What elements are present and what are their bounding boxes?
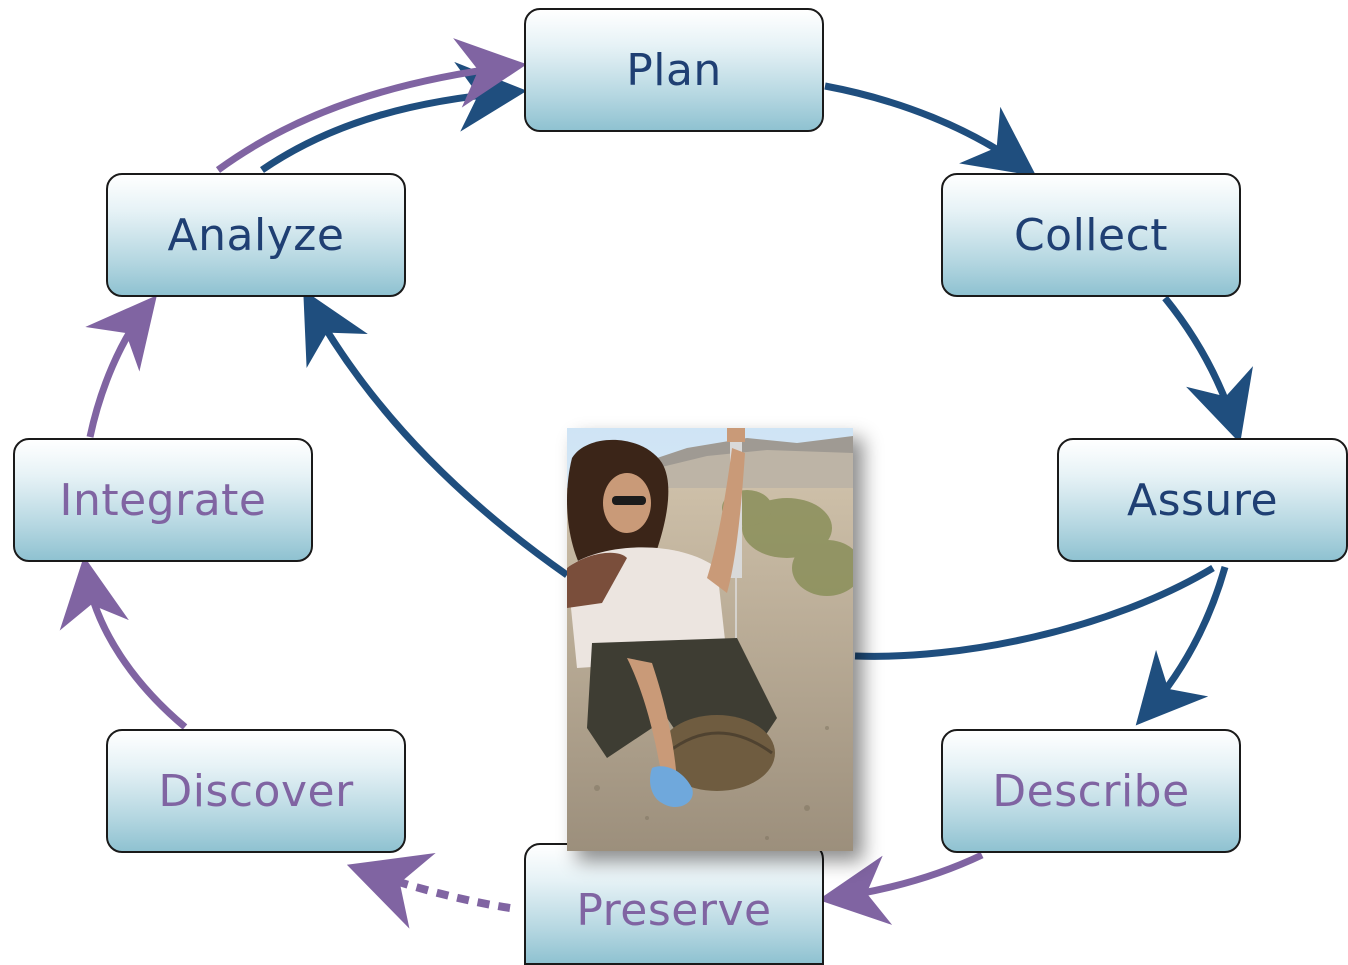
node-plan: Plan [524,8,824,132]
node-integrate-label: Integrate [59,474,267,526]
node-plan-label: Plan [626,44,722,96]
arrow-collect-assure [1162,295,1253,444]
node-describe-label: Describe [992,765,1190,817]
node-discover: Discover [106,729,406,853]
node-integrate: Integrate [13,438,313,562]
node-analyze: Analyze [106,173,406,297]
arrow-describe-preserve [818,851,984,926]
arrow-plan-collect [824,82,1037,177]
arrow-preserve-discover [346,853,511,929]
arrow-assure-analyze [854,565,1215,660]
node-collect: Collect [941,173,1241,297]
node-discover-label: Discover [158,765,354,817]
node-assure-label: Assure [1126,474,1279,526]
arrow-assure-describe [1135,566,1229,726]
arrow-discover-integrate [59,556,188,730]
node-preserve: Preserve [524,843,824,965]
arrow-analyze-plan-blue [260,61,527,173]
arrow-to-analyze [303,289,570,578]
node-describe: Describe [941,729,1241,853]
node-assure: Assure [1057,438,1348,562]
node-analyze-label: Analyze [167,209,345,261]
node-collect-label: Collect [1013,209,1169,261]
arrow-integrate-analyze [85,295,157,438]
node-preserve-label: Preserve [576,884,772,936]
arrow-analyze-plan-purple [215,38,527,173]
field-researcher-photo [567,428,853,851]
